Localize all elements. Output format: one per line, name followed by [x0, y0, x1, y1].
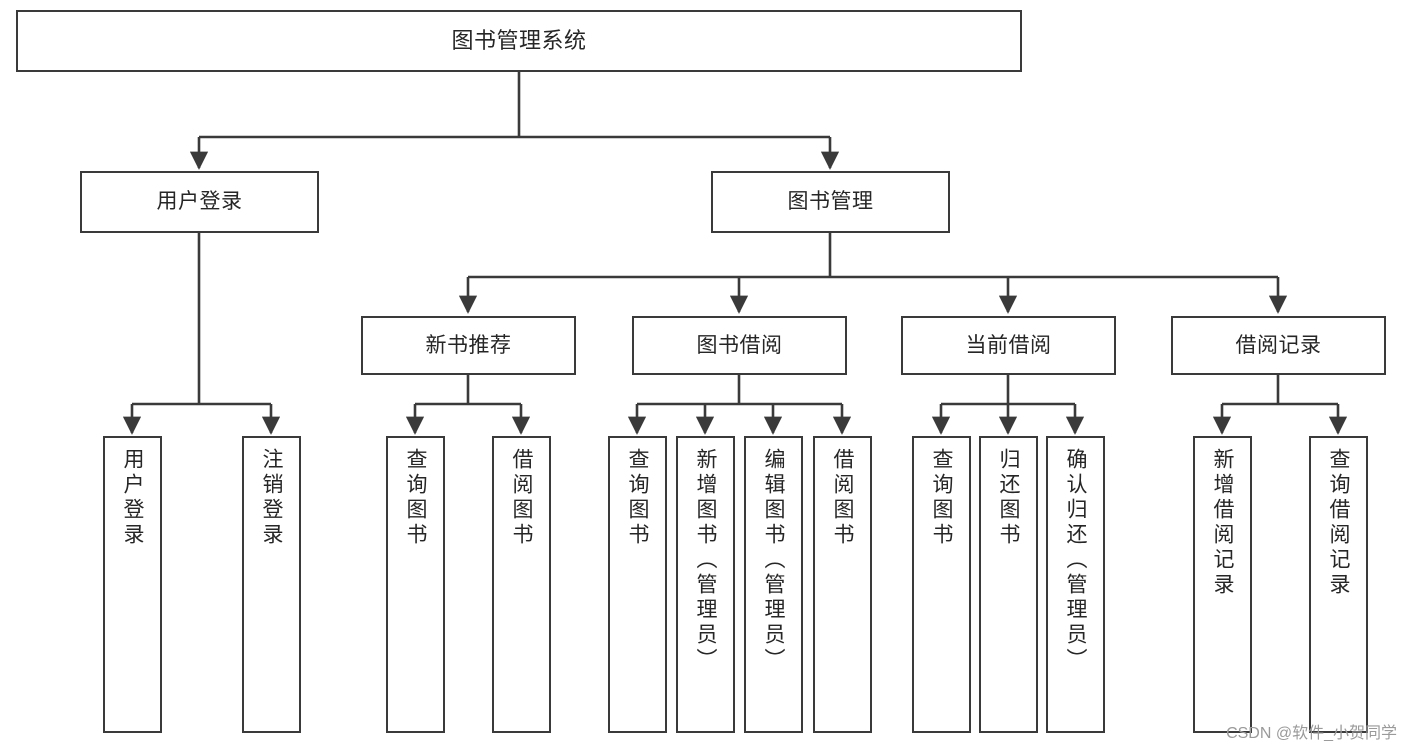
node-label: 借阅记录	[1235, 333, 1322, 357]
leaf-add-book-admin[interactable]: 新增图书（管理员）	[676, 436, 735, 733]
leaf-user-login[interactable]: 用户登录	[103, 436, 162, 733]
node-current-borrow[interactable]: 当前借阅	[901, 316, 1116, 375]
node-label: 新书推荐	[425, 333, 512, 357]
node-book-management[interactable]: 图书管理	[711, 171, 950, 233]
leaf-logout-login[interactable]: 注销登录	[242, 436, 301, 733]
leaf-borrow-book-recommend[interactable]: 借阅图书	[492, 436, 551, 733]
node-label: 查询借阅记录	[1327, 448, 1350, 598]
leaf-query-book-borrow[interactable]: 查询图书	[608, 436, 667, 733]
node-label: 确认归还（管理员）	[1064, 448, 1087, 673]
node-label: 用户登录	[156, 190, 243, 214]
node-label: 图书管理	[787, 190, 874, 214]
leaf-borrow-book[interactable]: 借阅图书	[813, 436, 872, 733]
leaf-query-borrow-record[interactable]: 查询借阅记录	[1309, 436, 1368, 733]
node-label: 借阅图书	[831, 448, 854, 548]
node-label: 新增借阅记录	[1211, 448, 1234, 598]
node-label: 图书管理系统	[451, 27, 587, 53]
node-borrow-record[interactable]: 借阅记录	[1171, 316, 1386, 375]
node-new-book-recommend[interactable]: 新书推荐	[361, 316, 576, 375]
node-label: 当前借阅	[965, 333, 1052, 357]
leaf-edit-book-admin[interactable]: 编辑图书（管理员）	[744, 436, 803, 733]
node-label: 新增图书（管理员）	[694, 448, 717, 673]
node-label: 注销登录	[260, 448, 283, 548]
leaf-add-borrow-record[interactable]: 新增借阅记录	[1193, 436, 1252, 733]
leaf-query-book-recommend[interactable]: 查询图书	[386, 436, 445, 733]
leaf-return-book[interactable]: 归还图书	[979, 436, 1038, 733]
node-label: 查询图书	[404, 448, 427, 548]
node-label: 查询图书	[930, 448, 953, 548]
node-label: 图书借阅	[696, 333, 783, 357]
leaf-confirm-return-admin[interactable]: 确认归还（管理员）	[1046, 436, 1105, 733]
node-label: 查询图书	[626, 448, 649, 548]
node-label: 借阅图书	[510, 448, 533, 548]
node-root-book-management-system[interactable]: 图书管理系统	[16, 10, 1022, 72]
node-label: 编辑图书（管理员）	[762, 448, 785, 673]
node-label: 归还图书	[997, 448, 1020, 548]
node-label: 用户登录	[121, 448, 144, 548]
node-user-login[interactable]: 用户登录	[80, 171, 319, 233]
node-book-borrow[interactable]: 图书借阅	[632, 316, 847, 375]
csdn-watermark: CSDN @软件_小贺同学	[1226, 725, 1397, 742]
leaf-query-book-current[interactable]: 查询图书	[912, 436, 971, 733]
